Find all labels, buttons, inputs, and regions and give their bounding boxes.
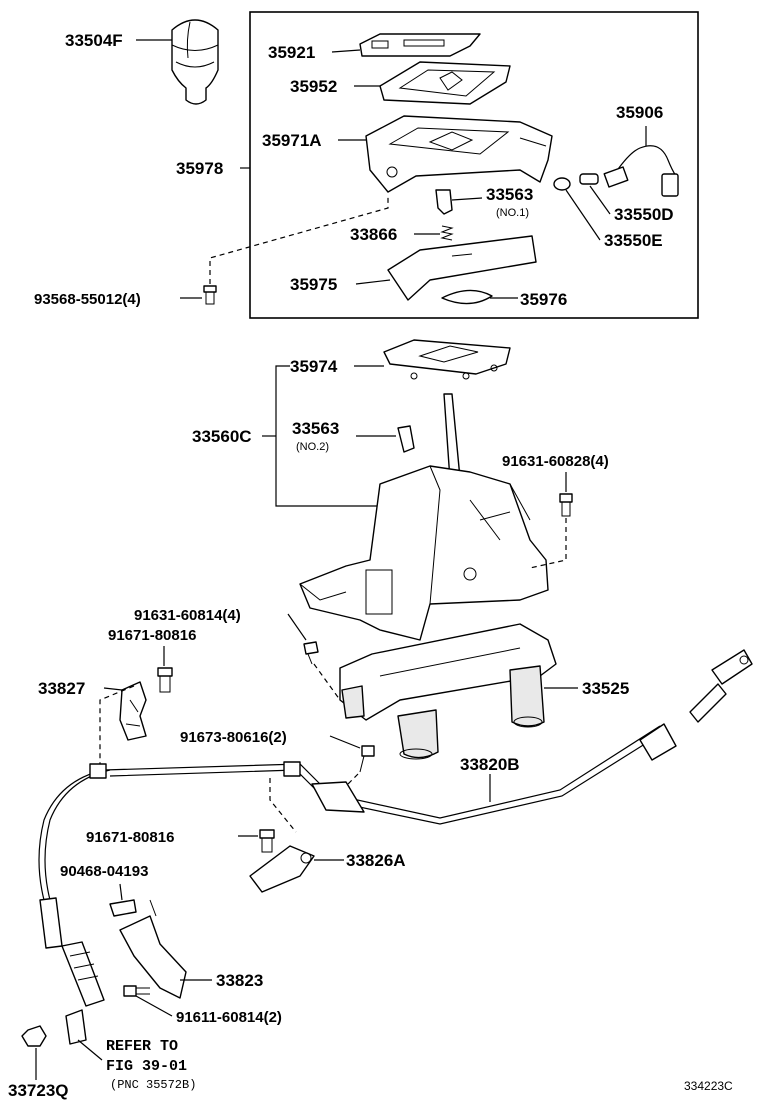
note-33563-no2: (NO.2) bbox=[296, 441, 329, 453]
label-93568: 93568-55012(4) bbox=[34, 291, 141, 308]
refer-to-line1: REFER TO bbox=[106, 1038, 178, 1055]
label-35952: 35952 bbox=[290, 77, 337, 96]
label-33866: 33866 bbox=[350, 225, 397, 244]
shift-cable-33820B-drawing bbox=[38, 649, 753, 901]
label-91671-lower: 91671-80816 bbox=[86, 829, 174, 846]
label-35975: 35975 bbox=[290, 275, 337, 294]
bolt-91671-lower-drawing bbox=[259, 829, 275, 853]
clip-33826A-drawing bbox=[249, 845, 315, 893]
label-33525: 33525 bbox=[582, 679, 629, 698]
note-33563-no1: (NO.1) bbox=[496, 207, 529, 219]
figure-code: 334223C bbox=[684, 1079, 733, 1093]
label-35978: 35978 bbox=[176, 159, 223, 178]
nut-33723Q-drawing bbox=[21, 1025, 47, 1047]
clip-90468-drawing bbox=[109, 899, 137, 917]
label-33723Q: 33723Q bbox=[8, 1081, 69, 1100]
label-33550D: 33550D bbox=[614, 205, 674, 224]
label-91611: 91611-60814(2) bbox=[176, 1009, 282, 1026]
label-33563-no1: 33563 bbox=[486, 185, 533, 204]
base-bracket-33525-drawing bbox=[339, 623, 557, 760]
refer-to-line3: (PNC 35572B) bbox=[110, 1078, 196, 1092]
label-33550E: 33550E bbox=[604, 231, 663, 250]
label-33563-no2: 33563 bbox=[292, 419, 339, 438]
part-35952-drawing bbox=[379, 61, 511, 105]
bolt-93568-drawing bbox=[203, 285, 217, 305]
bolt-91611-drawing bbox=[123, 985, 150, 997]
cable-end-drawing bbox=[39, 897, 105, 1045]
clip-33563-no2-drawing bbox=[397, 425, 415, 453]
label-35921: 35921 bbox=[268, 43, 315, 62]
part-35976-drawing bbox=[441, 289, 493, 305]
bracket-33823-drawing bbox=[119, 899, 187, 999]
label-33826A: 33826A bbox=[346, 851, 406, 870]
label-35976: 35976 bbox=[520, 290, 567, 309]
shift-lever-housing-drawing bbox=[299, 393, 549, 641]
label-91631-60828: 91631-60828(4) bbox=[502, 453, 609, 470]
plate-35974-drawing bbox=[383, 339, 511, 380]
part-35921-drawing bbox=[359, 33, 481, 57]
label-91631-60814: 91631-60814(4) bbox=[134, 607, 241, 624]
label-35971A: 35971A bbox=[262, 131, 322, 150]
bulb-parts-drawing bbox=[553, 173, 599, 191]
part-35971A-drawing bbox=[365, 115, 553, 193]
label-33820B: 33820B bbox=[460, 755, 520, 774]
bolt-91671-upper-drawing bbox=[157, 667, 173, 693]
label-35906: 35906 bbox=[616, 103, 663, 122]
label-91673: 91673-80616(2) bbox=[180, 729, 287, 746]
bolt-91631-60814-drawing bbox=[303, 641, 319, 665]
refer-to-line2: FIG 39-01 bbox=[106, 1058, 187, 1075]
label-35974: 35974 bbox=[290, 357, 338, 376]
bracket-33827-drawing bbox=[119, 681, 147, 741]
assembly-35978-box bbox=[249, 11, 699, 319]
label-33560C: 33560C bbox=[192, 427, 252, 446]
label-33823: 33823 bbox=[216, 971, 263, 990]
label-91671-upper: 91671-80816 bbox=[108, 627, 196, 644]
bolt-91631-60828-drawing bbox=[559, 493, 573, 517]
label-33827: 33827 bbox=[38, 679, 85, 698]
spring-33866-drawing bbox=[440, 225, 454, 241]
label-90468: 90468-04193 bbox=[60, 863, 148, 880]
plate-35975-drawing bbox=[387, 235, 537, 301]
part-35906-drawing bbox=[603, 145, 679, 197]
bolt-91673-drawing bbox=[359, 745, 375, 773]
shift-knob-drawing bbox=[171, 19, 219, 105]
clip-33563-no1-drawing bbox=[435, 189, 453, 215]
label-33504F: 33504F bbox=[65, 31, 123, 50]
